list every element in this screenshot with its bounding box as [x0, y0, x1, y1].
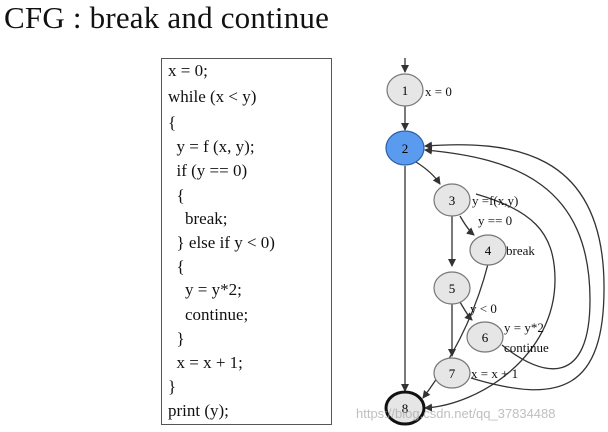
edge-label: y == 0 — [478, 213, 512, 228]
code-line: continue; — [168, 305, 249, 324]
node-note: continue — [504, 340, 549, 355]
code-line: } — [168, 377, 177, 396]
code-line: if (y == 0) — [168, 161, 248, 180]
cfg-node-6: 6 — [466, 321, 504, 353]
page-title: CFG : break and continue — [4, 0, 330, 35]
node-note: x = 0 — [425, 84, 452, 99]
watermark: https://blog.csdn.net/qq_37834488 — [356, 406, 556, 421]
node-note: x = x + 1 — [471, 366, 518, 381]
code-line: { — [168, 257, 185, 276]
cfg-node-5: 5 — [433, 271, 471, 305]
node-label: 4 — [485, 243, 492, 258]
code-line: break; — [168, 209, 228, 228]
cfg-node-1: 1 — [386, 73, 424, 107]
node-note: y =f(x,y) — [472, 193, 518, 208]
node-label: 5 — [449, 281, 456, 296]
cfg-node-4: 4 — [469, 234, 507, 266]
node-label: 2 — [402, 141, 409, 156]
code-line: y = f (x, y); — [168, 137, 255, 156]
node-label: 6 — [482, 330, 489, 345]
code-line: } else if y < 0) — [168, 233, 275, 252]
cfg-node-8: 8 — [384, 390, 426, 426]
node-label: 3 — [449, 193, 456, 208]
cfg-node-7: 7 — [433, 357, 471, 389]
edge-7-2 — [424, 141, 605, 391]
code-line: x = x + 1; — [168, 353, 243, 372]
node-note: break — [506, 243, 535, 258]
node-label: 8 — [402, 401, 409, 416]
edge-2-3 — [415, 161, 441, 185]
edge-3-8 — [424, 193, 556, 412]
code-line: } — [168, 329, 185, 348]
code-line: x = 0; — [168, 61, 208, 80]
code-line: print (y); — [168, 401, 229, 420]
edge-6-2 — [424, 146, 591, 370]
edge-5-6 — [459, 301, 473, 321]
node-label: 7 — [449, 366, 456, 381]
code-panel: x = 0; while (x < y) { y = f (x, y); if … — [161, 58, 332, 425]
code-line: while (x < y) — [168, 87, 257, 106]
edge-3-4 — [459, 215, 475, 236]
edge-4-8 — [422, 263, 489, 399]
node-label: 1 — [402, 83, 409, 98]
code-line: { — [168, 186, 185, 205]
code-line: y = y*2; — [168, 280, 242, 299]
cfg-node-2: 2 — [385, 130, 425, 166]
cfg-node-3: 3 — [433, 183, 471, 217]
code-line: { — [168, 113, 177, 132]
edge-label: y < 0 — [470, 301, 497, 316]
node-note: y = y*2 — [504, 320, 544, 335]
